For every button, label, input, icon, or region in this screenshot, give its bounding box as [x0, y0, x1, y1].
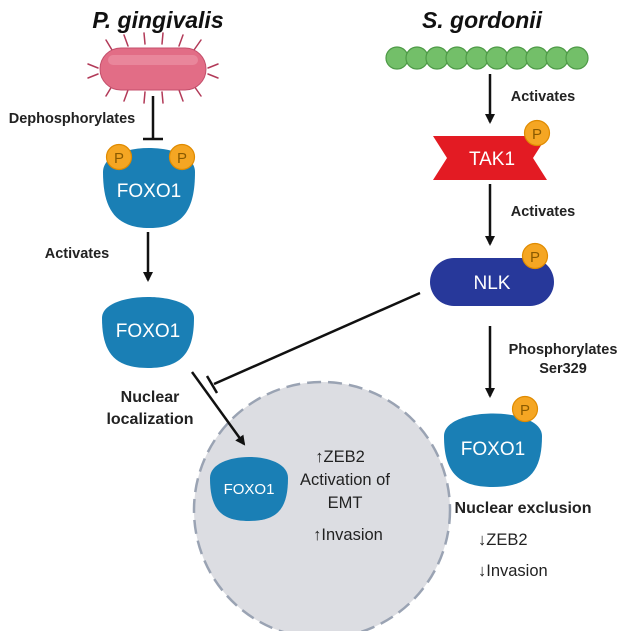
up-zeb2-label: ↑ZEB2 [315, 448, 365, 466]
foxo1-nuclear: FOXO1 [210, 457, 288, 521]
down-invasion-label: ↓Invasion [478, 562, 548, 580]
nuclear-exclusion-label: Nuclear exclusion [455, 500, 592, 517]
s-gordonii-chain-icon [385, 46, 589, 70]
phospho-label: P [532, 126, 542, 143]
foxo1-label: FOXO1 [461, 439, 525, 460]
nlk-inhibit-line [213, 291, 421, 386]
nuclear-localization-label: localization [106, 411, 193, 428]
phospho-badge [521, 242, 549, 270]
phospho-badge [511, 395, 539, 423]
p-gingivalis-bacterium-icon [87, 32, 219, 104]
phospho-badge [168, 143, 196, 171]
p-gingivalis-title: P. gingivalis [92, 7, 223, 33]
nuclear-localization-label: Nuclear [121, 389, 180, 406]
up-invasion-label: ↑Invasion [313, 526, 383, 544]
activates-label-right-1: Activates [511, 89, 575, 105]
activates-label-left: Activates [45, 246, 109, 262]
foxo1-dephosphorylated: FOXO1 [102, 297, 194, 368]
emt-label: EMT [328, 494, 363, 512]
s-gordonii-title: S. gordonii [422, 7, 543, 33]
phospho-label: P [530, 249, 540, 266]
foxo1-phosphorylated-ser329: FOXO1 P [444, 395, 542, 487]
phospho-badge [523, 119, 551, 147]
nlk-inhibit-bar [205, 375, 219, 394]
phosphorylates-site-label: Ser329 [539, 361, 587, 377]
nlk-kinase: NLK P [430, 242, 554, 306]
phospho-label: P [114, 150, 124, 167]
foxo1-label: FOXO1 [116, 321, 180, 342]
phospho-label: P [177, 150, 187, 167]
down-zeb2-label: ↓ZEB2 [478, 531, 528, 549]
nucleus [192, 380, 452, 631]
foxo1-phosphorylated: FOXO1 P P [103, 143, 196, 228]
nlk-label: NLK [474, 273, 511, 294]
phospho-label: P [520, 402, 530, 419]
nuclear-import-arrow [190, 371, 246, 446]
foxo1-label: FOXO1 [117, 181, 181, 202]
tak1-label: TAK1 [469, 149, 515, 170]
tak1-kinase: TAK1 P [433, 119, 551, 180]
phosphorylates-label: Phosphorylates [509, 342, 618, 358]
phospho-badge [105, 143, 133, 171]
activation-of-emt-label: Activation of [300, 471, 390, 489]
dephosphorylates-label: Dephosphorylates [9, 111, 136, 127]
foxo1-label: FOXO1 [224, 481, 275, 498]
activates-label-right-2: Activates [511, 204, 575, 220]
